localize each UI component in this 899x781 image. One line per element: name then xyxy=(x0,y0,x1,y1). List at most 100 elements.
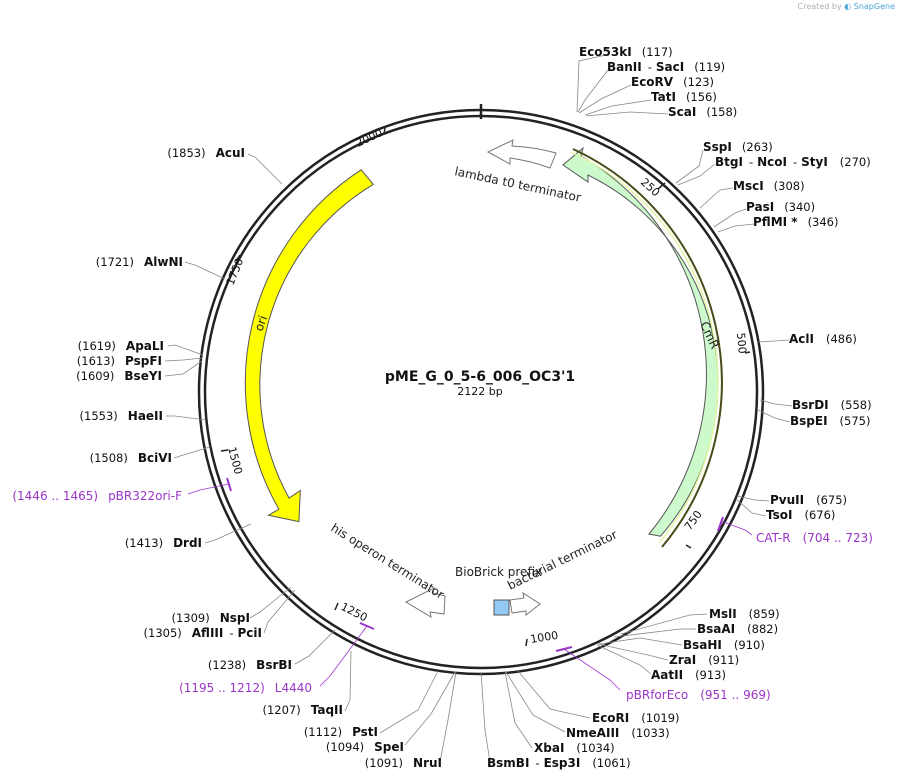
primer-pbr322ori-f[interactable]: (1446 .. 1465)pBR322ori-F xyxy=(12,489,182,503)
enzyme-bsahi[interactable]: BsaHI(910) xyxy=(683,638,765,652)
enzyme-afliii-pcii[interactable]: (1305)AflIII-PciI xyxy=(144,626,262,640)
enzyme-drdi-name: DrdI xyxy=(173,536,202,550)
leader-nspi xyxy=(249,586,292,619)
bacterial-terminator-arrow[interactable] xyxy=(509,591,541,617)
enzyme-styi-name: StyI xyxy=(801,155,828,169)
leader-acli xyxy=(757,339,790,343)
tick-label-1250: 1250 xyxy=(339,600,370,624)
enzyme-saci-name: SacI xyxy=(656,60,684,74)
enzyme-acui[interactable]: (1853)AcuI xyxy=(167,146,245,160)
enzyme-drdi[interactable]: (1413) DrdI xyxy=(125,536,202,550)
enzyme-bcivi[interactable]: (1508)BciVI xyxy=(90,451,172,465)
enzyme-eco53ki-pos: (117) xyxy=(642,45,673,59)
tick-mark-500 xyxy=(744,351,751,354)
enzyme-spei[interactable]: (1094)SpeI xyxy=(326,740,404,754)
enzyme-bsrbi[interactable]: (1238)BsrBI xyxy=(208,658,292,672)
enzyme-pspfi-name: PspFI xyxy=(125,354,162,368)
enzyme-taqii[interactable]: (1207)TaqII xyxy=(262,703,343,717)
enzyme-bsrdi-pos: (558) xyxy=(841,398,872,412)
enzyme-pflmi-pos: (346) xyxy=(808,215,839,229)
leader-bspei xyxy=(757,409,791,423)
enzyme-nmeaiii[interactable]: NmeAIII(1033) xyxy=(566,726,670,740)
enzyme-pspfi-pos: (1613) xyxy=(77,354,115,368)
primer-leader-pbrforeco xyxy=(563,648,621,691)
enzyme-bcivi-name: BciVI xyxy=(138,451,172,465)
enzyme-tsoi[interactable]: TsoI(676) xyxy=(766,508,835,522)
enzyme-pasi[interactable]: PasI(340) xyxy=(746,200,815,214)
enzyme-bsrbi-pos: (1238) xyxy=(208,658,246,672)
enzyme-haeii-pos: (1553) xyxy=(80,409,118,423)
enzyme-zrai[interactable]: ZraI(911) xyxy=(669,653,739,667)
leader-aatii xyxy=(596,644,652,675)
ori-label: ori xyxy=(252,314,270,333)
enzyme-scai[interactable]: ScaI(158) xyxy=(668,105,737,119)
enzyme-bsmbi-esp3i[interactable]: BsmBI-Esp3I(1061) xyxy=(487,756,631,770)
his-operon-terminator-arrow[interactable] xyxy=(404,587,446,619)
enzyme-apali[interactable]: (1619)ApaLI xyxy=(78,339,164,353)
enzyme-nrui[interactable]: (1091)NruI xyxy=(365,756,442,770)
enzyme-ecorv[interactable]: EcoRV(123) xyxy=(631,75,714,89)
enzyme-acli[interactable]: AclI(486) xyxy=(789,332,857,346)
enzyme-haeii[interactable]: (1553)HaeII xyxy=(80,409,163,423)
enzyme-aatii-pos: (913) xyxy=(695,668,726,682)
enzyme-ecori[interactable]: EcoRI(1019) xyxy=(592,711,680,725)
leader-pvuii xyxy=(736,495,770,502)
tick-mark-750 xyxy=(685,544,692,549)
enzyme-drdi-pos: (1413) xyxy=(125,536,163,550)
tick-label-1500: 1500 xyxy=(225,445,245,475)
enzyme-bsrdi[interactable]: BsrDI (558) xyxy=(792,398,872,412)
snapgene-logo-icon: ◐ xyxy=(844,2,852,11)
biobrick-prefix-box[interactable] xyxy=(493,599,510,616)
primer-l4440[interactable]: (1195 .. 1212)L4440 xyxy=(179,681,312,695)
primer-leader-l4440 xyxy=(319,625,368,687)
enzyme-alwni[interactable]: (1721)AlwNI xyxy=(96,255,183,269)
enzyme-ecorv-name: EcoRV xyxy=(631,75,674,89)
enzyme-banii-saci[interactable]: BanII-SacI(119) xyxy=(607,60,725,74)
enzyme-banii-pos: (119) xyxy=(694,60,725,74)
enzyme-bseyi[interactable]: (1609)BseYI xyxy=(76,369,162,383)
enzyme-sspi[interactable]: SspI(263) xyxy=(703,140,773,154)
enzyme-psti-pos: (1112) xyxy=(304,725,342,739)
enzyme-eco53ki[interactable]: Eco53kI(117) xyxy=(579,45,673,59)
enzyme-psti[interactable]: (1112)PstI xyxy=(304,725,378,739)
enzyme-bspei-name: BspEI xyxy=(790,414,828,428)
tick-label-1000: 1000 xyxy=(529,629,559,646)
enzyme-pflmi[interactable]: PflMI *(346) xyxy=(753,215,839,229)
enzyme-btgi-ncoi-styi[interactable]: BtgI-NcoI-StyI(270) xyxy=(715,155,871,169)
enzyme-msci[interactable]: MscI(308) xyxy=(733,179,805,193)
enzyme-nrui-name: NruI xyxy=(413,756,442,770)
leader-pspfi xyxy=(164,357,203,362)
lambda-t0-terminator-label: lambda t0 terminator xyxy=(453,164,582,204)
enzyme-pspfi[interactable]: (1613) PspFI xyxy=(77,354,162,368)
enzyme-xbai[interactable]: XbaI(1034) xyxy=(534,741,615,755)
leader-haeii xyxy=(166,415,207,421)
leader-alwni xyxy=(184,261,226,280)
tick-mark-2000 xyxy=(383,127,386,135)
enzyme-bsaai[interactable]: BsaAI(882) xyxy=(697,622,778,636)
enzyme-apali-pos: (1619) xyxy=(78,339,116,353)
leader-spei xyxy=(404,671,456,746)
leader-tati xyxy=(584,99,652,116)
enzyme-labels-right: Eco53kI(117) BanII-SacI(119) EcoRV(123) … xyxy=(487,45,872,770)
enzyme-banii-name: BanII xyxy=(607,60,642,74)
lambda-t0-terminator-arrow[interactable] xyxy=(486,139,557,169)
leader-bsahi xyxy=(598,637,683,646)
cmr-label: CmR xyxy=(697,319,722,351)
ori-feature-arrow[interactable] xyxy=(244,169,374,523)
leader-msci xyxy=(699,187,734,209)
enzyme-tati[interactable]: TatI(156) xyxy=(651,90,717,104)
enzyme-spei-pos: (1094) xyxy=(326,740,364,754)
enzyme-msli[interactable]: MslI(859) xyxy=(709,607,780,621)
enzyme-bsmbi-name: BsmBI xyxy=(487,756,529,770)
enzyme-bsrdi-name: BsrDI xyxy=(792,398,829,412)
primer-cat-r[interactable]: CAT-R(704 .. 723) xyxy=(756,531,873,545)
enzyme-nmeaiii-pos: (1033) xyxy=(631,726,669,740)
enzyme-aatii[interactable]: AatII(913) xyxy=(651,668,726,682)
leader-zrai xyxy=(597,643,669,661)
primer-pbrforeco[interactable]: pBRforEco(951 .. 969) xyxy=(626,688,771,702)
enzyme-bspei[interactable]: BspEI (575) xyxy=(790,414,870,428)
enzyme-nspi[interactable]: (1309)NspI xyxy=(172,611,251,625)
enzyme-pvuii[interactable]: PvuII(675) xyxy=(770,493,847,507)
leader-pasi xyxy=(713,208,747,228)
enzyme-bspei-pos: (575) xyxy=(840,414,871,428)
